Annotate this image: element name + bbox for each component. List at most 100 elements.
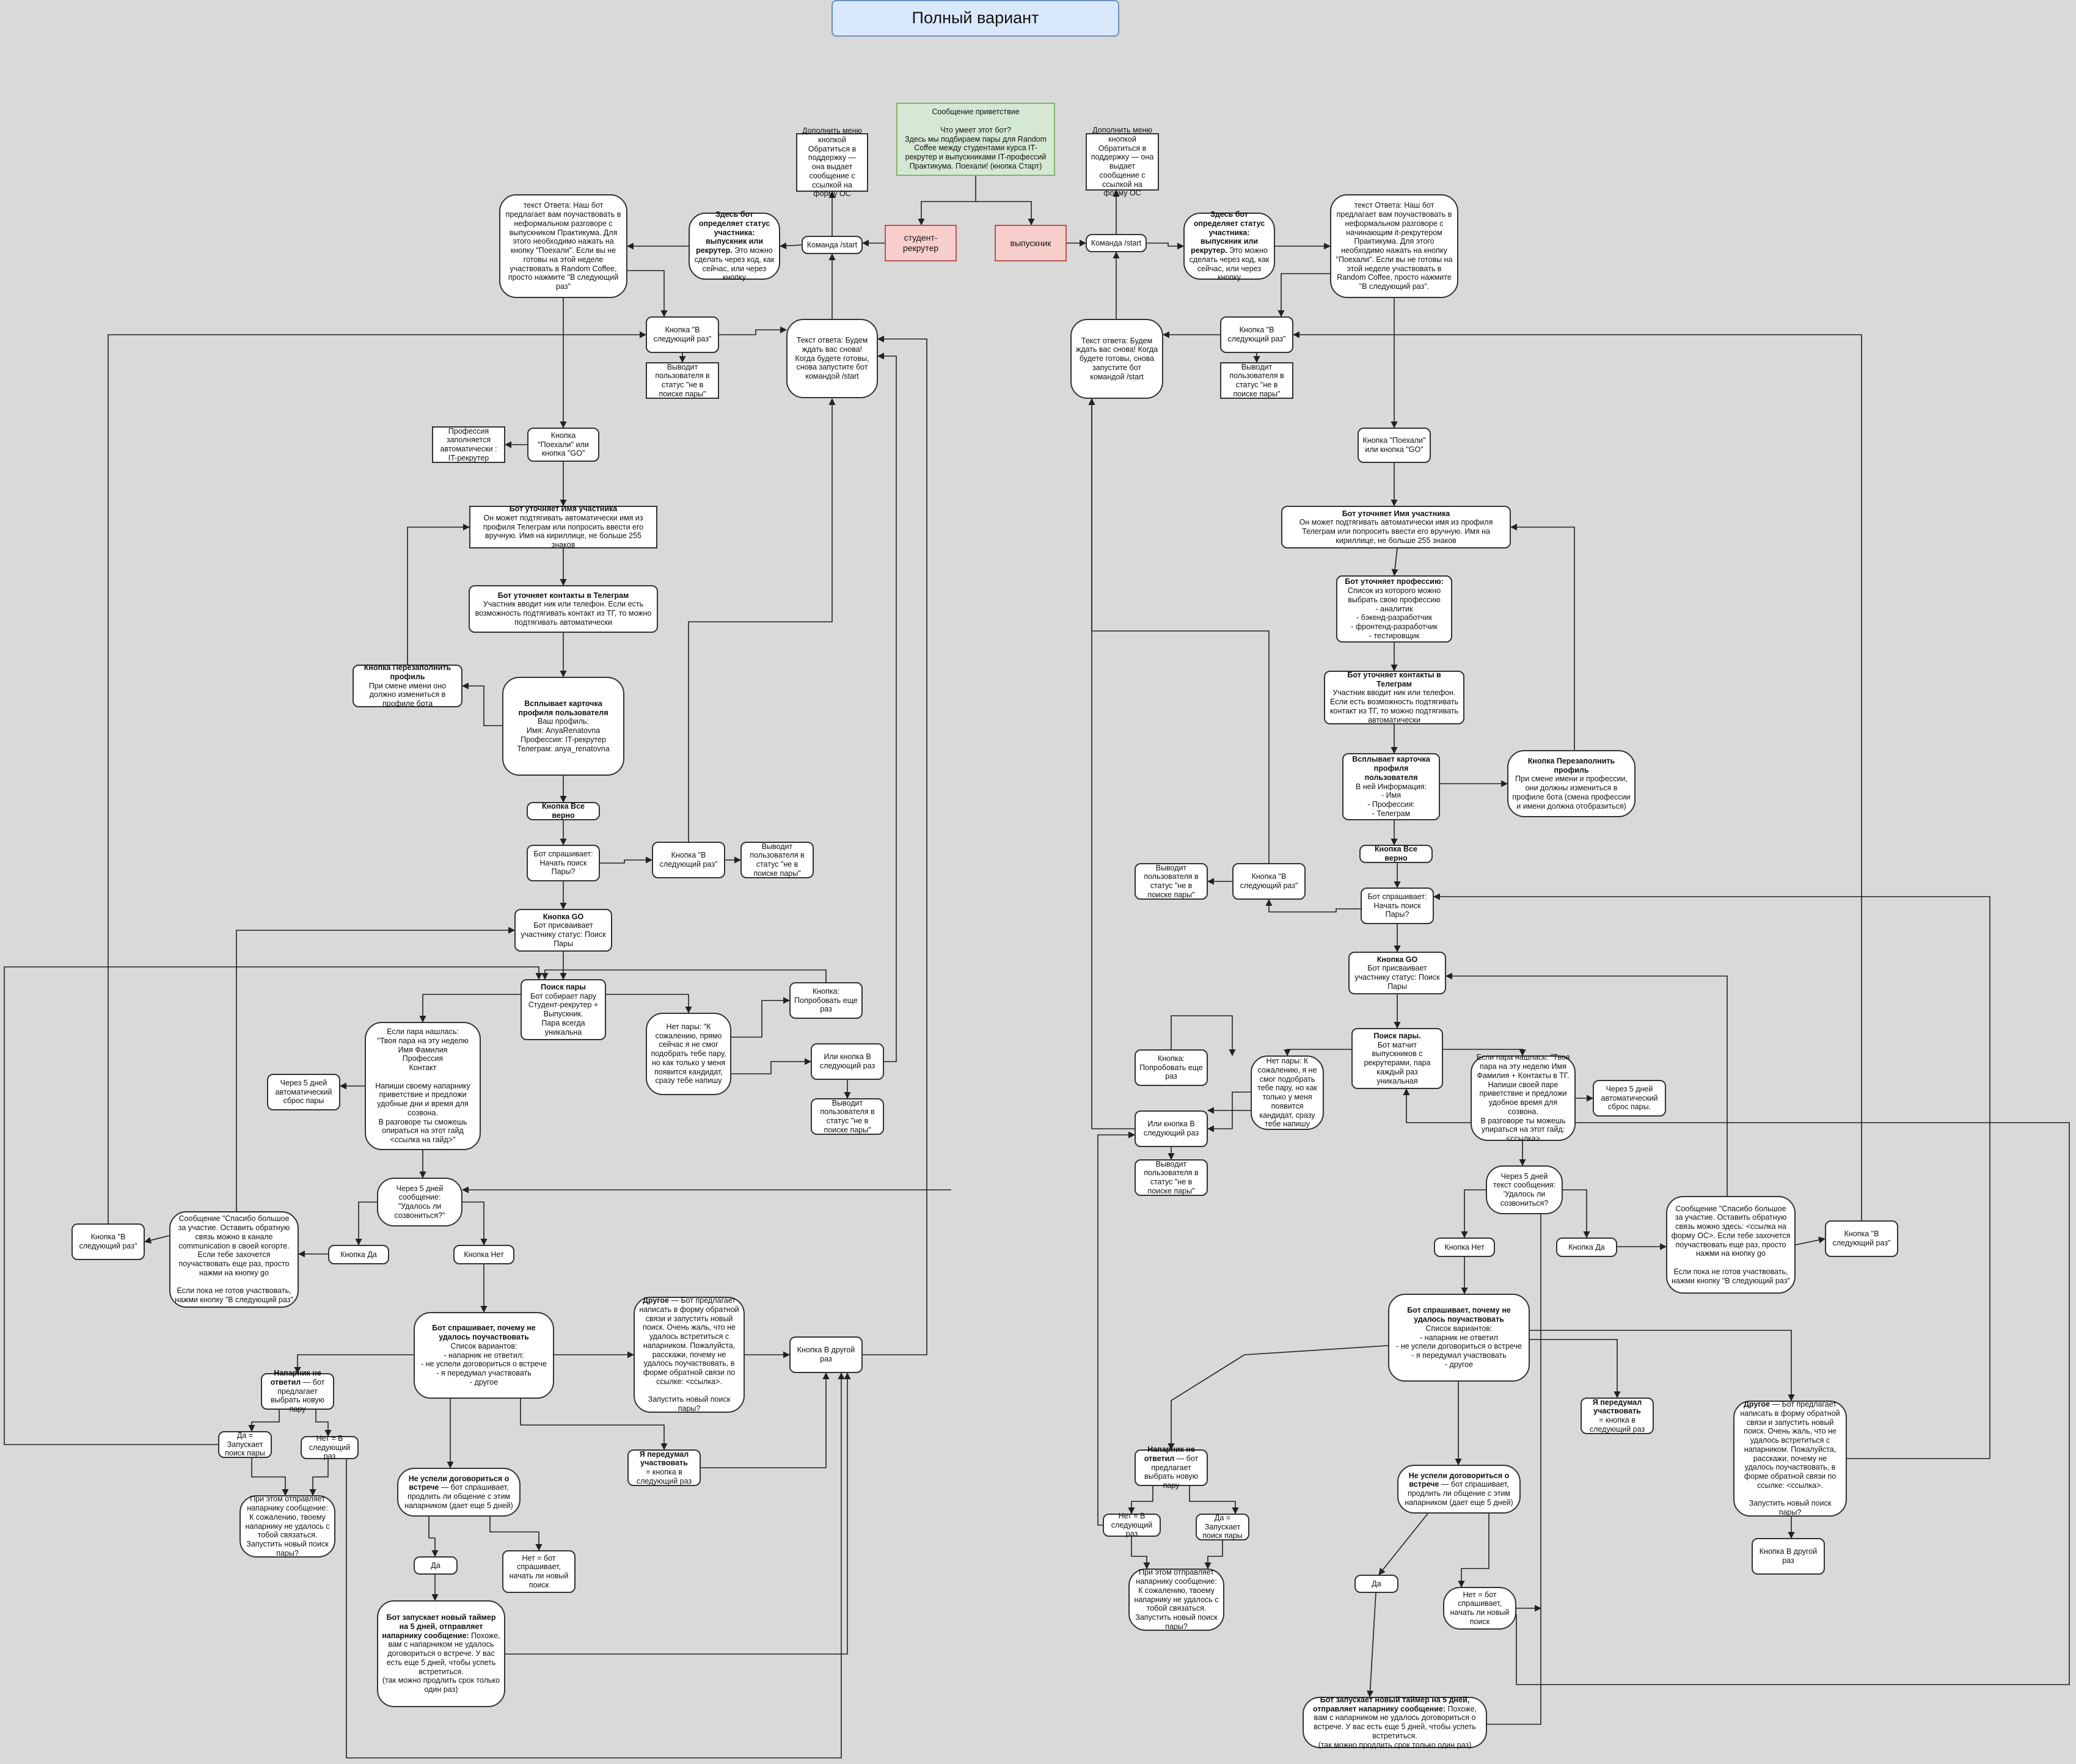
l-status-detection: Здесь бот определяет статус участника: в… [689,210,780,282]
connector-arrow [489,1517,543,1551]
l-next-time-button-3[interactable]: Кнопка "В следующий раз" [71,1223,145,1260]
connector-arrow [315,1410,332,1437]
r-next-time-button-1[interactable]: Кнопка "В следующий раз" [1220,316,1293,353]
l-next-time-button-1[interactable]: Кнопка "В следующий раз" [646,316,719,353]
connector-arrow [1284,1049,1351,1057]
l-next-time-button-2[interactable]: Кнопка "В следующий раз" [652,842,725,878]
l-go-button[interactable]: Кнопка "Поехали" или кнопка "GO" [527,428,599,462]
r-next-time-button-3[interactable]: Кнопка "В следующий раз" [1825,1220,1898,1257]
connector-arrow [1292,331,1862,1220]
welcome-message: Сообщение приветствие Что умеет этот бот… [896,103,1055,176]
connector-arrow [419,994,521,1023]
l-not-in-search-status-1: Выводит пользователя в статус "не в поис… [646,362,719,399]
l-yes-button[interactable]: Кнопка Да [328,1245,389,1264]
l-five-days-message: Через 5 дней сообщение: "Удалось ли созв… [377,1178,462,1226]
connector-arrow [1189,1486,1239,1515]
l-other-option: Другое — Бот предлагает написать в форму… [634,1296,745,1413]
l-no-next-time-button[interactable]: Нет = В следующий раз [301,1434,359,1460]
connector-arrow [701,1372,830,1468]
connector-arrow [731,997,791,1038]
student-recruiter-branch: студент-рекрутер [885,225,957,261]
l-no-new-search-option: Нет = бот спрашивает, начать ли новый по… [502,1550,576,1593]
l-next-other-time-button[interactable]: Кнопка В другой раз [789,1336,863,1373]
l-support-button-note: Дополнить меню кнопкой Обратиться в подд… [796,126,868,198]
connector-arrow [1563,1189,1590,1239]
connector-arrow [1433,893,1990,1459]
connector-arrow [108,331,647,1223]
r-yes-extend-button[interactable]: Да [1354,1575,1398,1593]
diagram-title: Полный вариант [831,0,1119,37]
connector-arrow [1265,898,1361,913]
l-not-in-search-status-3: Выводит пользователя в статус "не в поис… [811,1098,884,1135]
connector-arrow [1207,1092,1251,1114]
r-no-time-option: Не успели договориться о встрече — бот с… [1397,1465,1521,1514]
connector-arrow [1088,398,1135,1129]
connector-arrow [1088,398,1270,863]
l-not-in-search-status-2: Выводит пользователя в статус "не в поис… [740,842,814,878]
connector-arrow [976,201,1035,226]
connector-arrow [4,966,543,1445]
l-changed-mind-option: Я передумал участвовать = кнопка в следу… [627,1449,701,1486]
connector-arrow [1461,1189,1486,1239]
connector-arrow [248,1410,280,1432]
connector-arrow [462,1201,488,1246]
r-no-pair: Нет пары: К сожалению, я не смог подобра… [1251,1055,1324,1130]
l-ask-start-search: Бот спрашивает: Начать поиск Пары? [527,845,600,881]
connector-arrow [688,398,836,842]
r-partner-notify: При этом отправляет напарнику сообщение:… [1128,1568,1224,1631]
connector-arrow [1168,1345,1389,1451]
r-profession-step: Бот уточняет профессию:Список из которог… [1336,575,1452,643]
r-no-next-time-button[interactable]: Нет = В следующий раз [1103,1512,1161,1538]
l-try-again-button[interactable]: Кнопка: Попробовать еще раз [789,982,863,1019]
r-next-time-button-2[interactable]: Кнопка "В следующий раз" [1232,863,1306,900]
l-answer-text: текст Ответа: Наш бот предлагает вам поу… [499,194,627,298]
connector-arrow [1530,1339,1621,1399]
l-all-correct-button[interactable]: Кнопка Все верно [527,802,600,820]
r-answer-text: текст Ответа: Наш бот предлагает вам поу… [1330,194,1458,298]
r-changed-mind-option: Я передумал участвовать = кнопка в следу… [1581,1398,1654,1434]
r-or-next-time-button[interactable]: Или кнопка В следующий раз [1135,1110,1208,1147]
r-new-timer: Бот запускает новый таймер на 5 дней, от… [1303,1696,1487,1749]
connector-arrow [1367,1592,1376,1698]
l-no-button[interactable]: Кнопка Нет [453,1245,514,1264]
connector-arrow [1391,548,1398,577]
connector-arrow [294,1354,414,1374]
l-yes-extend-button[interactable]: Да [414,1556,458,1575]
r-partner-no-answer: Напарник не ответил — бот предлагает выб… [1135,1445,1208,1490]
r-yes-button[interactable]: Кнопка Да [1556,1237,1617,1257]
r-try-again-button[interactable]: Кнопка: Попробовать еще раз [1135,1049,1208,1086]
l-start-command: Команда /start [802,236,863,254]
l-or-next-time-button[interactable]: Или кнопка В следующий раз [811,1043,884,1080]
connector-arrow [1403,1088,2070,1685]
connector-arrow [779,242,802,250]
connector-arrow [520,1399,668,1451]
r-yes-new-search-button[interactable]: Да = Запускает поиск пары [1196,1514,1249,1540]
r-all-correct-button[interactable]: Кнопка Все верно [1359,845,1433,863]
r-no-button[interactable]: Кнопка Нет [1434,1237,1495,1257]
r-go-button[interactable]: Кнопка "Поехали" или кнопка "GO" [1358,428,1431,463]
r-start-command: Команда /start [1086,234,1147,252]
connector-arrow [541,969,827,982]
r-not-in-search-status-1: Выводит пользователя в статус "не в поис… [1220,362,1293,399]
connector-arrow [1147,242,1185,250]
connector-arrow [1204,1540,1223,1570]
connector-arrow [407,523,470,665]
r-thanks-message: Сообщение "Спасибо большое за участие. О… [1666,1196,1796,1294]
connector-arrow [505,1372,851,1655]
connector-arrow [1207,1110,1251,1132]
connector-arrow [461,682,502,726]
r-next-other-time-button[interactable]: Кнопка В другой раз [1752,1538,1825,1575]
l-yes-new-search-button[interactable]: Да = Запускает поиск пары [218,1431,272,1458]
connector-arrow [918,176,976,226]
r-five-days-message: Через 5 дней текст сообщения: 'Удалось л… [1486,1165,1563,1214]
l-thanks-message: Сообщение "Спасибо большое за участие. О… [169,1211,299,1308]
